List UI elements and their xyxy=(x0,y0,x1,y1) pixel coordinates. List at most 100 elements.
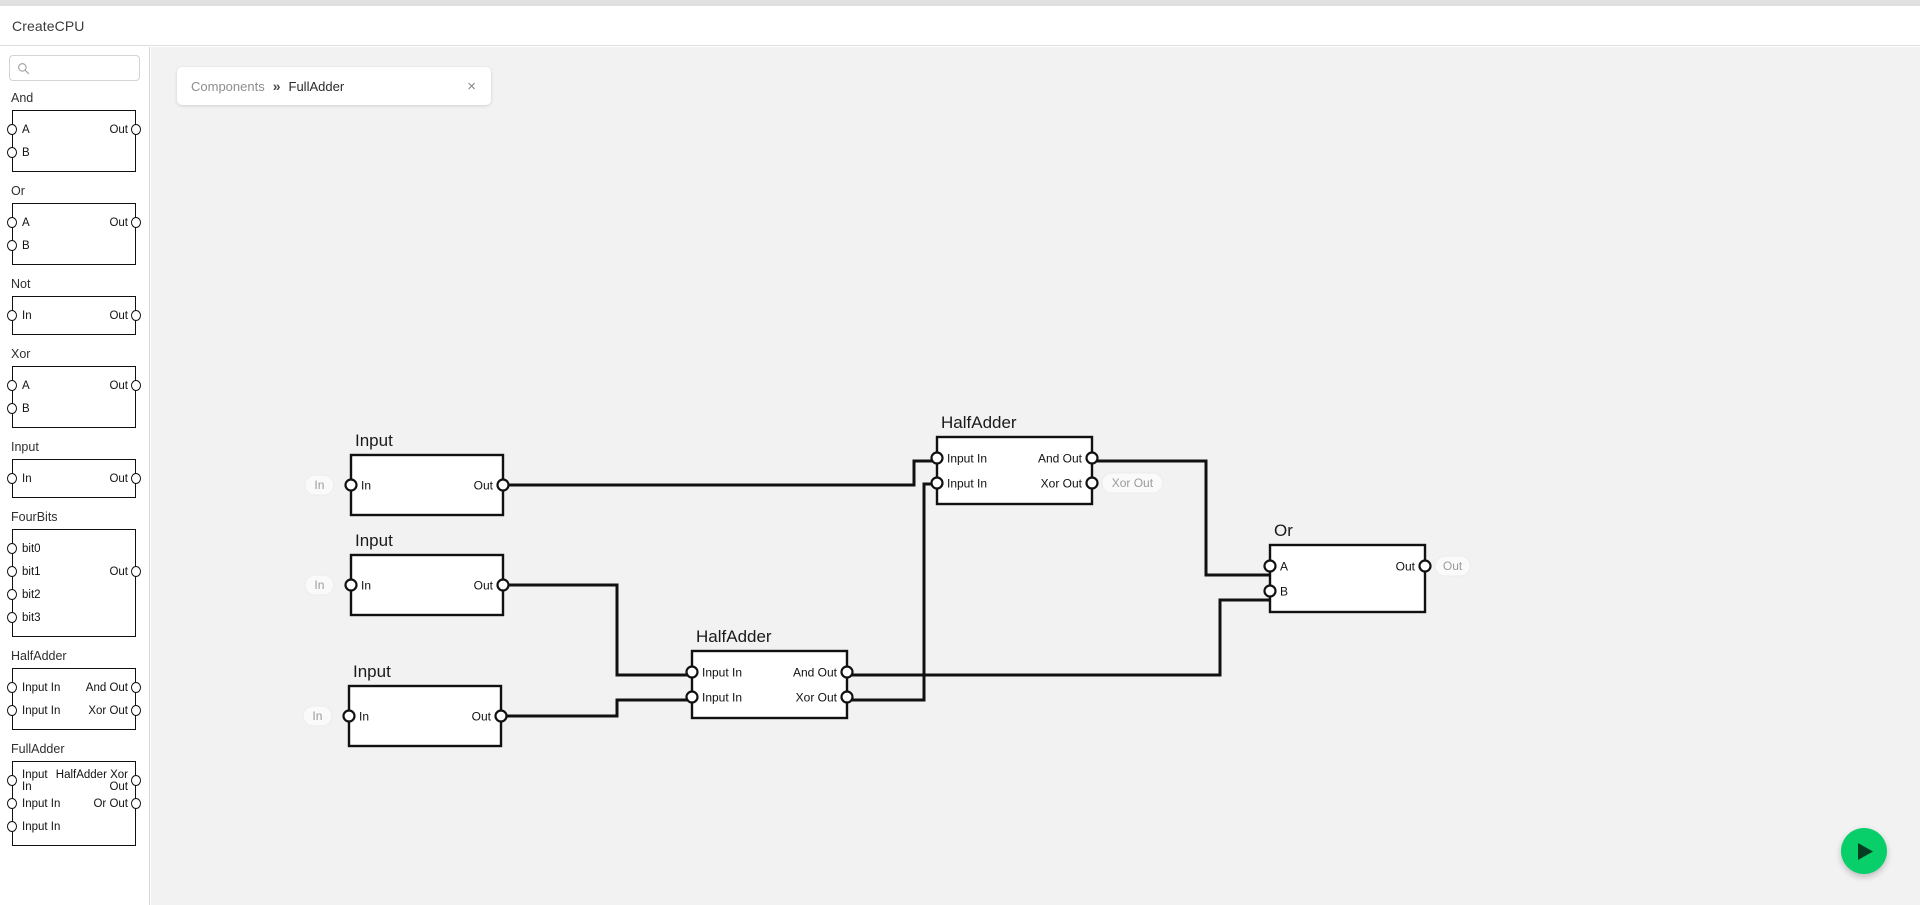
input-pin-icon[interactable] xyxy=(7,217,17,228)
search-box[interactable] xyxy=(9,55,140,81)
node-input-pin[interactable] xyxy=(1263,584,1277,598)
node-output-pin[interactable] xyxy=(1085,451,1099,465)
output-pin-icon[interactable] xyxy=(131,566,141,577)
close-icon[interactable]: × xyxy=(467,77,476,95)
input-pin-icon[interactable] xyxy=(7,566,17,577)
output-pin-icon[interactable] xyxy=(131,473,141,484)
node-input-pin[interactable] xyxy=(685,665,699,679)
input-pin-icon[interactable] xyxy=(7,589,17,600)
wire-1[interactable] xyxy=(501,583,694,677)
node-body[interactable] xyxy=(690,649,849,720)
input-pin-icon[interactable] xyxy=(7,775,17,786)
node-input-pin[interactable] xyxy=(685,690,699,704)
node-body[interactable] xyxy=(349,453,505,517)
input-pin-icon[interactable] xyxy=(7,798,17,809)
node-output-pin[interactable] xyxy=(496,478,510,492)
pin-circle[interactable] xyxy=(930,451,944,465)
input-pin-icon[interactable] xyxy=(7,124,17,135)
output-pin-icon[interactable] xyxy=(131,682,141,693)
input-pin-icon[interactable] xyxy=(7,705,17,716)
node-output-pin[interactable] xyxy=(496,578,510,592)
pin-circle[interactable] xyxy=(1418,559,1432,573)
pin-circle[interactable] xyxy=(344,578,358,592)
pin-circle[interactable] xyxy=(1085,476,1099,490)
run-simulation-button[interactable] xyxy=(1841,828,1887,874)
input-pin-icon[interactable] xyxy=(7,612,17,623)
pin-circle[interactable] xyxy=(1085,451,1099,465)
node-output-pin[interactable] xyxy=(494,709,508,723)
input-pin-icon[interactable] xyxy=(7,240,17,251)
node-input-pin[interactable] xyxy=(344,578,358,592)
pin-circle[interactable] xyxy=(344,478,358,492)
output-pin-icon[interactable] xyxy=(131,798,141,809)
input-pin-icon[interactable] xyxy=(7,403,17,414)
output-pin-icon[interactable] xyxy=(131,310,141,321)
wire-4[interactable] xyxy=(845,598,1272,677)
node-output-pin[interactable] xyxy=(1085,476,1099,490)
pin-circle[interactable] xyxy=(685,690,699,704)
input-pin-icon[interactable] xyxy=(7,543,17,554)
pin-circle[interactable] xyxy=(494,709,508,723)
input-pin-icon[interactable] xyxy=(7,310,17,321)
node-body[interactable] xyxy=(1268,543,1427,614)
node-output-pin[interactable] xyxy=(840,665,854,679)
node-input-pin[interactable] xyxy=(1263,559,1277,573)
node-input-pin[interactable] xyxy=(930,451,944,465)
pin-circle[interactable] xyxy=(930,476,944,490)
pin-circle[interactable] xyxy=(496,578,510,592)
node-body[interactable] xyxy=(935,435,1094,506)
breadcrumb-tab[interactable]: Components » FullAdder × xyxy=(177,67,491,105)
input-pin-icon[interactable] xyxy=(7,380,17,391)
output-pin-icon[interactable] xyxy=(131,705,141,716)
node-body[interactable] xyxy=(347,684,503,748)
input-pin-icon[interactable] xyxy=(7,473,17,484)
pin-circle[interactable] xyxy=(1263,559,1277,573)
wire-3[interactable] xyxy=(845,482,939,702)
input-pin-icon[interactable] xyxy=(7,821,17,832)
output-pin-icon[interactable] xyxy=(131,775,141,786)
pin-circle[interactable] xyxy=(840,665,854,679)
pin-circle[interactable] xyxy=(496,478,510,492)
pin-circle[interactable] xyxy=(342,709,356,723)
wire-0[interactable] xyxy=(501,459,939,487)
node-input-pin[interactable] xyxy=(930,476,944,490)
pin-circle[interactable] xyxy=(1263,584,1277,598)
input-pin-icon[interactable] xyxy=(7,682,17,693)
search-input[interactable] xyxy=(30,62,132,74)
node-input-pin[interactable] xyxy=(342,709,356,723)
node-input-pin[interactable] xyxy=(344,478,358,492)
output-pin-icon[interactable] xyxy=(131,124,141,135)
pin-circle[interactable] xyxy=(685,665,699,679)
output-pin-icon[interactable] xyxy=(131,217,141,228)
node-output-pin[interactable] xyxy=(1418,559,1432,573)
pin-circle[interactable] xyxy=(840,690,854,704)
breadcrumb-root[interactable]: Components xyxy=(191,78,265,94)
output-pin-icon[interactable] xyxy=(131,380,141,391)
node-output-pin[interactable] xyxy=(840,690,854,704)
wire-5[interactable] xyxy=(1090,459,1272,577)
input-pin-icon[interactable] xyxy=(7,147,17,158)
